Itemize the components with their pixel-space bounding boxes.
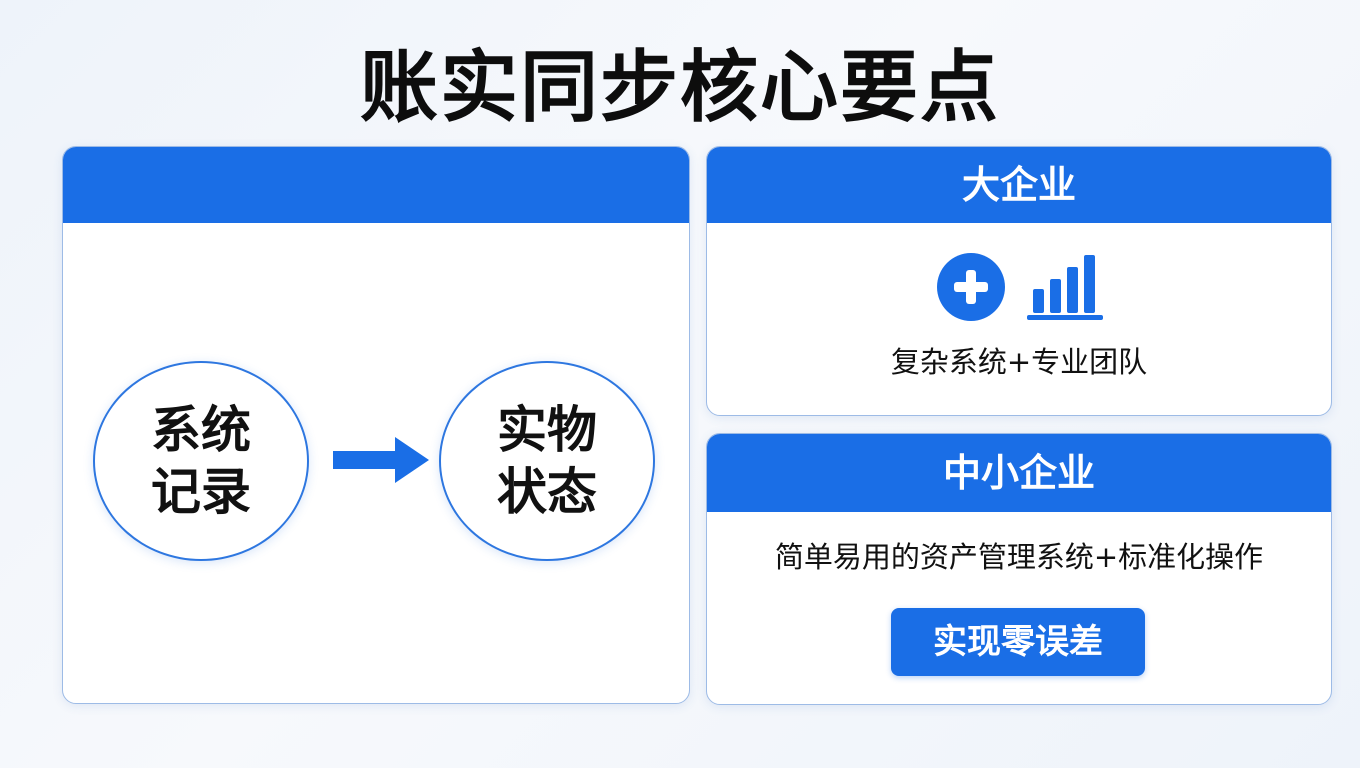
flow-card-header xyxy=(63,147,689,223)
sme-header: 中小企业 xyxy=(707,434,1331,512)
physical-state-line2: 状态 xyxy=(497,463,597,521)
zero-error-badge: 实现零误差 xyxy=(891,608,1145,676)
page-title: 账实同步核心要点 xyxy=(359,43,1000,133)
large-enterprise-icons xyxy=(707,251,1331,323)
system-record-line1: 系统 xyxy=(151,401,251,459)
system-record-node: 系统 记录 xyxy=(93,361,309,561)
flow-card: 系统 记录 实物 状态 xyxy=(62,146,690,704)
large-enterprise-description: 复杂系统+专业团队 xyxy=(890,345,1148,379)
large-enterprise-card: 大企业 复杂系统+专业团队 xyxy=(706,146,1332,416)
system-record-line2: 记录 xyxy=(151,463,251,521)
physical-state-node: 实物 状态 xyxy=(439,361,655,561)
sme-card: 中小企业 简单易用的资产管理系统+标准化操作 实现零误差 xyxy=(706,433,1332,705)
physical-state-line1: 实物 xyxy=(497,401,597,459)
arrow-right-icon xyxy=(333,437,429,483)
large-enterprise-header: 大企业 xyxy=(707,147,1331,223)
plus-circle-icon xyxy=(937,253,1005,321)
sme-description: 简单易用的资产管理系统+标准化操作 xyxy=(774,540,1264,574)
bar-chart-icon xyxy=(1027,255,1103,320)
